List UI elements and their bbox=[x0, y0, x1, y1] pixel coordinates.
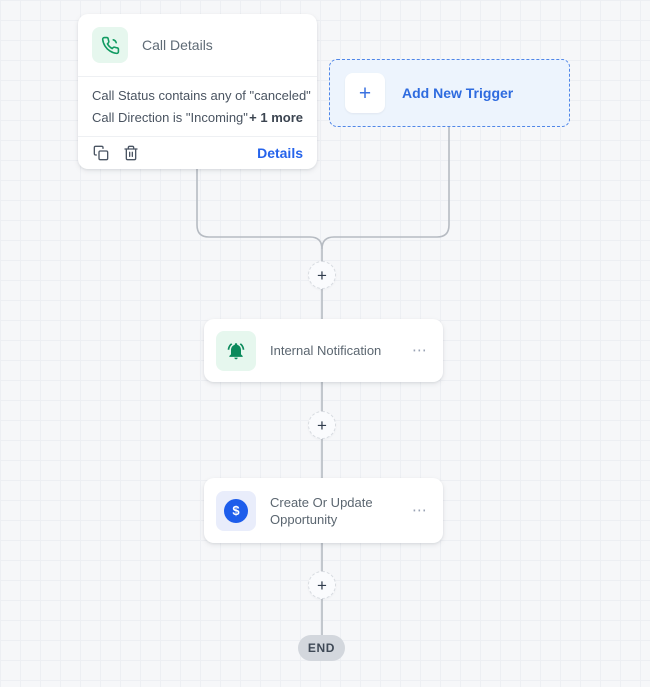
trigger-card-title: Call Details bbox=[142, 37, 213, 53]
end-label: END bbox=[307, 641, 336, 655]
trigger-card-call-details[interactable]: Call Details Call Status contains any of… bbox=[78, 14, 317, 169]
trigger-card-header: Call Details bbox=[78, 14, 317, 77]
add-new-trigger-label: Add New Trigger bbox=[402, 85, 514, 101]
more-options-button[interactable]: ⋯ bbox=[412, 502, 429, 519]
more-conditions-badge: + 1 more bbox=[249, 110, 303, 125]
plus-icon: + bbox=[317, 415, 327, 435]
phone-icon bbox=[92, 27, 128, 63]
action-title: Internal Notification bbox=[270, 343, 382, 358]
trigger-conditions: Call Status contains any of "canceled" C… bbox=[78, 77, 317, 136]
add-new-trigger-button[interactable]: + Add New Trigger bbox=[329, 59, 570, 127]
add-step-button-2[interactable]: + bbox=[308, 411, 336, 439]
copy-button[interactable] bbox=[92, 144, 109, 161]
more-options-button[interactable]: ⋯ bbox=[412, 342, 429, 359]
bell-icon bbox=[216, 330, 256, 371]
details-link[interactable]: Details bbox=[257, 144, 303, 161]
action-card-internal-notification[interactable]: Internal Notification ⋯ bbox=[204, 319, 443, 382]
delete-button[interactable] bbox=[122, 144, 139, 161]
action-card-create-or-update-opportunity[interactable]: $ Create Or Update Opportunity ⋯ bbox=[204, 478, 443, 543]
condition-line: Call Status contains any of "canceled" bbox=[92, 88, 311, 103]
condition-line: Call Direction is "Incoming" bbox=[92, 110, 248, 125]
add-step-button-3[interactable]: + bbox=[308, 571, 336, 599]
add-step-button-1[interactable]: + bbox=[308, 261, 336, 289]
trigger-card-footer: Details bbox=[78, 136, 317, 169]
action-title: Create Or Update Opportunity bbox=[270, 494, 373, 527]
dollar-icon: $ bbox=[216, 490, 256, 531]
plus-icon: + bbox=[345, 73, 385, 113]
plus-icon: + bbox=[317, 265, 327, 285]
end-badge: END bbox=[298, 635, 345, 661]
plus-icon: + bbox=[317, 575, 327, 595]
